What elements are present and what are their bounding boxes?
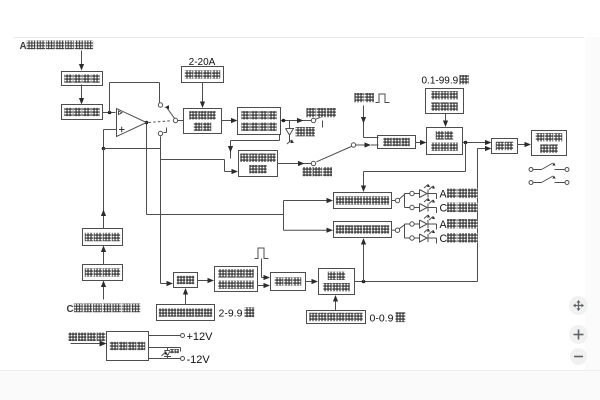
svg-text:0-0.9: 0-0.9 [370,313,394,325]
svg-text:C: C [440,233,448,245]
svg-text:-12V: -12V [187,354,211,366]
svg-text:+12V: +12V [187,331,214,343]
svg-text:2-20A: 2-20A [189,57,216,68]
svg-text:A: A [440,219,448,231]
svg-text:0.1-99.9: 0.1-99.9 [422,76,459,87]
svg-text:2-9.9: 2-9.9 [219,308,243,320]
svg-text:A: A [20,41,27,52]
svg-text:A: A [440,189,448,201]
svg-text:C: C [440,203,448,215]
svg-text:C: C [67,304,74,315]
